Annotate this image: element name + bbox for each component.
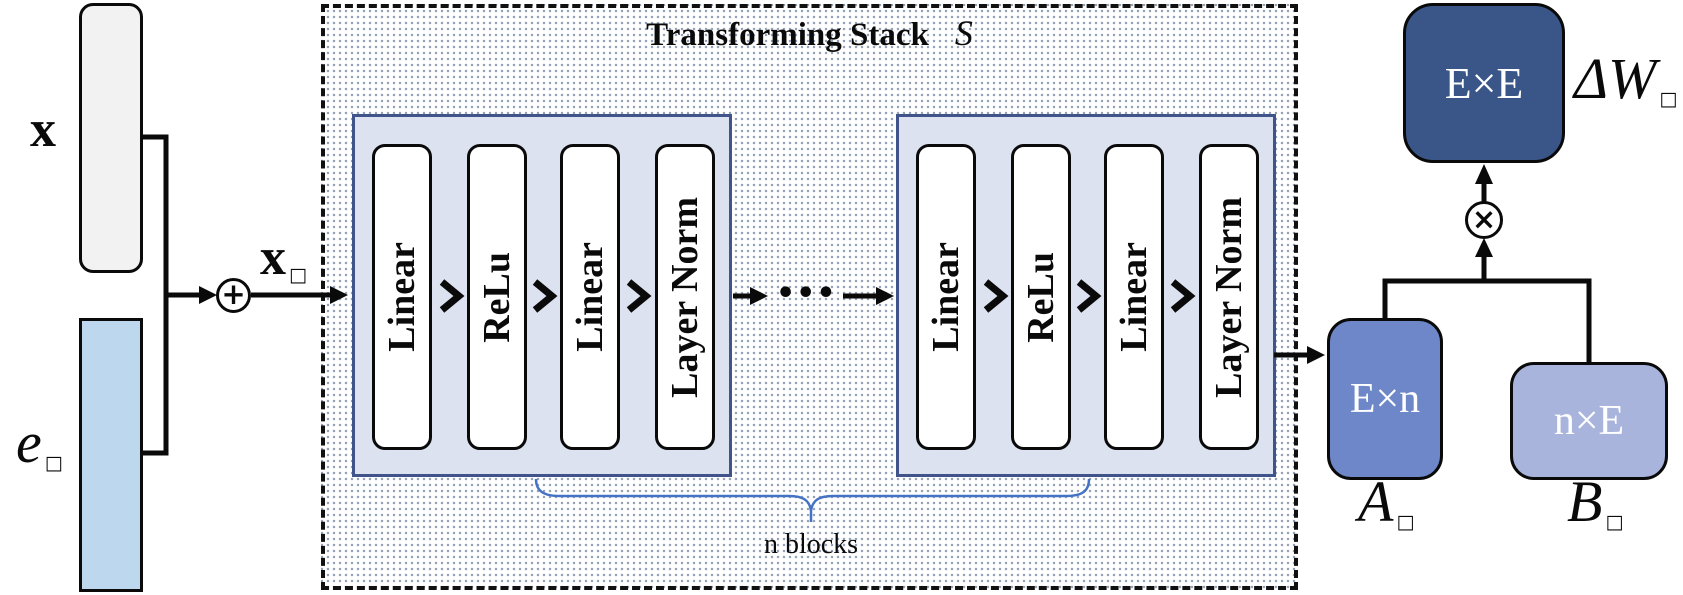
layer-box-layernorm: Layer Norm [1199, 144, 1259, 450]
layer-box-relu: ReLu [467, 144, 527, 450]
stack-symbol: S [954, 13, 973, 53]
layer-box-relu: ReLu [1011, 144, 1071, 450]
matrix-a-label: A□ [1358, 473, 1414, 532]
layer-label: ReLu [476, 251, 518, 343]
input-e-label: e□ [16, 414, 63, 473]
stack-title: Transforming Stack S [325, 12, 1294, 54]
layer-label: Linear [925, 242, 967, 352]
matrix-b-label: B□ [1567, 473, 1623, 532]
b-subscript-square: □ [1605, 511, 1624, 533]
layer-label: Layer Norm [1208, 196, 1250, 398]
delta-w-symbol: ΔW [1574, 46, 1657, 111]
e-subscript-square: □ [44, 452, 63, 474]
transform-block-1: Linear ReLu Linear Layer Norm [352, 114, 732, 477]
arrow-into-delta-w [1475, 164, 1493, 184]
layer-label: Linear [569, 242, 611, 352]
a-subscript-square: □ [1396, 511, 1415, 533]
layer-box-linear-1: Linear [372, 144, 432, 450]
input-x-vector-box [79, 3, 143, 273]
matrix-delta-w-box: E×E [1403, 3, 1565, 163]
sum-output-label: x□ [260, 232, 307, 285]
a-symbol: A [1358, 469, 1394, 534]
n-blocks-label: n blocks [763, 529, 859, 560]
ellipsis-icon: ••• [776, 276, 837, 311]
transform-block-n: Linear ReLu Linear Layer Norm [896, 114, 1276, 477]
layer-label: Layer Norm [664, 196, 706, 398]
layer-box-linear-1: Linear [916, 144, 976, 450]
sum-subscript-square: □ [289, 264, 307, 286]
delta-w-label: ΔW□ [1574, 50, 1677, 109]
plus-operator-icon: + [216, 278, 251, 313]
layer-label: ReLu [1020, 251, 1062, 343]
layer-box-linear-2: Linear [560, 144, 620, 450]
stack-title-text: Transforming Stack [646, 17, 929, 53]
input-merge-connector [143, 134, 200, 456]
arrow-into-sum [199, 286, 217, 304]
e-symbol: e [16, 410, 42, 475]
matrix-a-dims: E×n [1349, 376, 1421, 422]
arrow-into-product [1475, 238, 1493, 257]
layer-label: Linear [1113, 242, 1155, 352]
b-symbol: B [1567, 469, 1603, 534]
input-e-vector-box [79, 318, 143, 592]
arrow-into-matrix-a [1307, 346, 1325, 364]
matrix-a-box: E×n [1327, 318, 1443, 480]
sum-x-symbol: x [260, 229, 286, 286]
matrix-b-dims: n×E [1553, 398, 1625, 444]
delta-w-subscript-square: □ [1659, 88, 1678, 110]
input-x-label: x [30, 101, 56, 158]
matrix-delta-w-dims: E×E [1444, 58, 1524, 108]
layer-label: Linear [381, 242, 423, 352]
layer-box-linear-2: Linear [1104, 144, 1164, 450]
matrix-b-box: n×E [1510, 362, 1668, 480]
times-operator-icon: × [1465, 201, 1503, 239]
layer-box-layernorm: Layer Norm [655, 144, 715, 450]
